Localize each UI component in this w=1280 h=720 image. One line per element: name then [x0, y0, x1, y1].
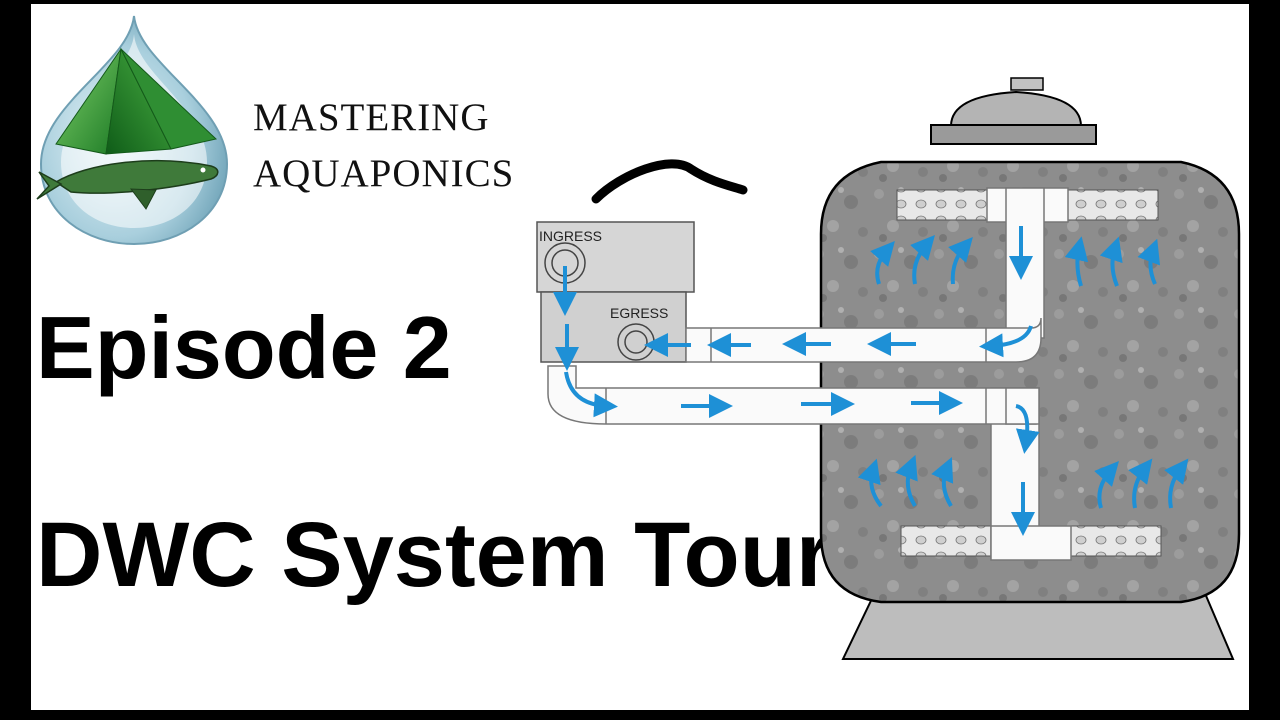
arrow-icon: [564, 371, 618, 418]
arrow-icon: [1015, 404, 1040, 454]
arrow-icon: [1064, 236, 1089, 287]
lateral-bottom-right: [1070, 525, 1162, 557]
arrow-icon: [857, 458, 883, 508]
arrow-icon: [895, 454, 918, 508]
arrow-icon: [910, 235, 935, 285]
brand-name-line1: MASTERING: [253, 96, 490, 139]
arrow-icon: [1099, 236, 1123, 287]
brand-name-line2: AQUAPONICS: [253, 152, 515, 195]
flow-arrows: [553, 226, 1189, 536]
egress-label: EGRESS: [610, 305, 668, 321]
arrow-icon: [948, 236, 973, 285]
arrow-icon: [931, 457, 954, 508]
arrow-icon: [1137, 238, 1161, 285]
external-pipes: [547, 317, 1042, 425]
pyramid-icon: [55, 47, 218, 155]
arrow-icon: [870, 240, 895, 285]
ingress-label: INGRESS: [539, 228, 602, 244]
arrow-icon: [1164, 458, 1189, 509]
filter-lid: [930, 77, 1097, 145]
episode-title: Episode 2: [36, 298, 452, 397]
video-subtitle: DWC System Tour: [36, 504, 832, 606]
filter-flow-diagram: INGRESS EGRESS: [536, 77, 1241, 660]
arrow-icon: [1128, 458, 1153, 509]
thumbnail-frame: MASTERING AQUAPONICS Episode 2 DWC Syste…: [31, 4, 1249, 710]
arrow-icon: [1094, 461, 1119, 509]
mastering-aquaponics-logo: [36, 15, 229, 246]
fish-icon: [36, 160, 219, 210]
lateral-top-right: [1067, 189, 1159, 221]
lateral-bottom-left: [900, 525, 992, 557]
lateral-top-left: [896, 189, 988, 221]
arrow-icon: [979, 325, 1033, 358]
